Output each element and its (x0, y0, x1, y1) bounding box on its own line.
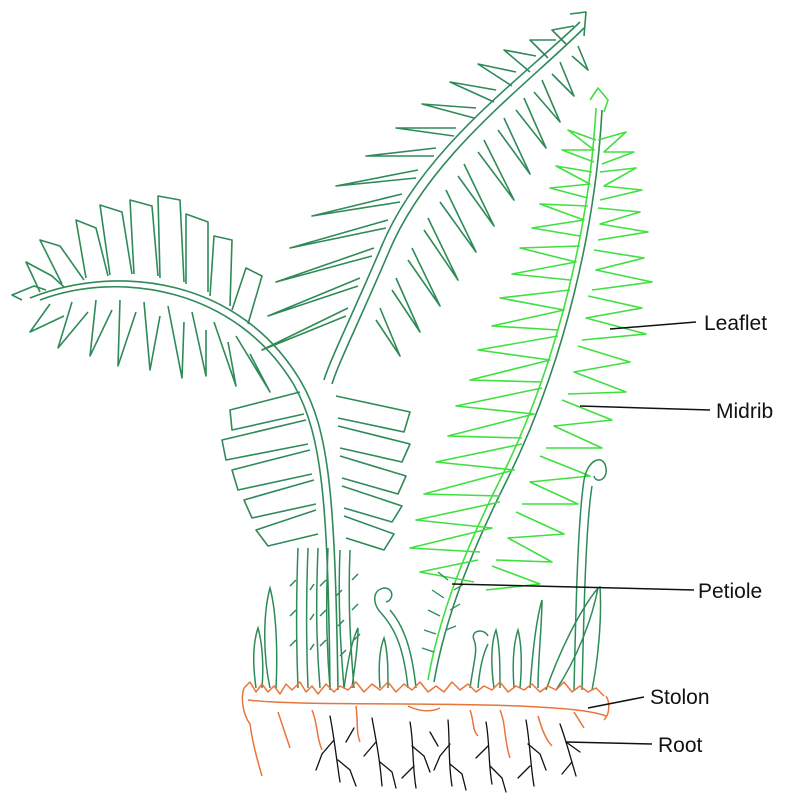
light-frond-pinnae (410, 130, 652, 590)
roots (316, 716, 580, 792)
stolon-top-edge (244, 682, 604, 696)
stolon-leader-line (588, 697, 644, 708)
left-frond-pinnae (12, 196, 270, 392)
midrib-label: Midrib (716, 400, 773, 423)
leaflet-label: Leaflet (704, 312, 767, 335)
middle-frond-pinnae (262, 26, 588, 356)
stolon-label: Stolon (650, 686, 710, 709)
stolon-bottom-edge (248, 700, 606, 716)
leaflet-leader-line (610, 322, 696, 329)
root-label: Root (658, 734, 703, 757)
midrib-leader-line (580, 406, 710, 410)
leader-lines (452, 322, 710, 744)
root-leader-line (566, 742, 652, 744)
light-frond (410, 88, 652, 682)
petiole-label: Petiole (698, 580, 762, 603)
left-petioles (290, 548, 360, 688)
